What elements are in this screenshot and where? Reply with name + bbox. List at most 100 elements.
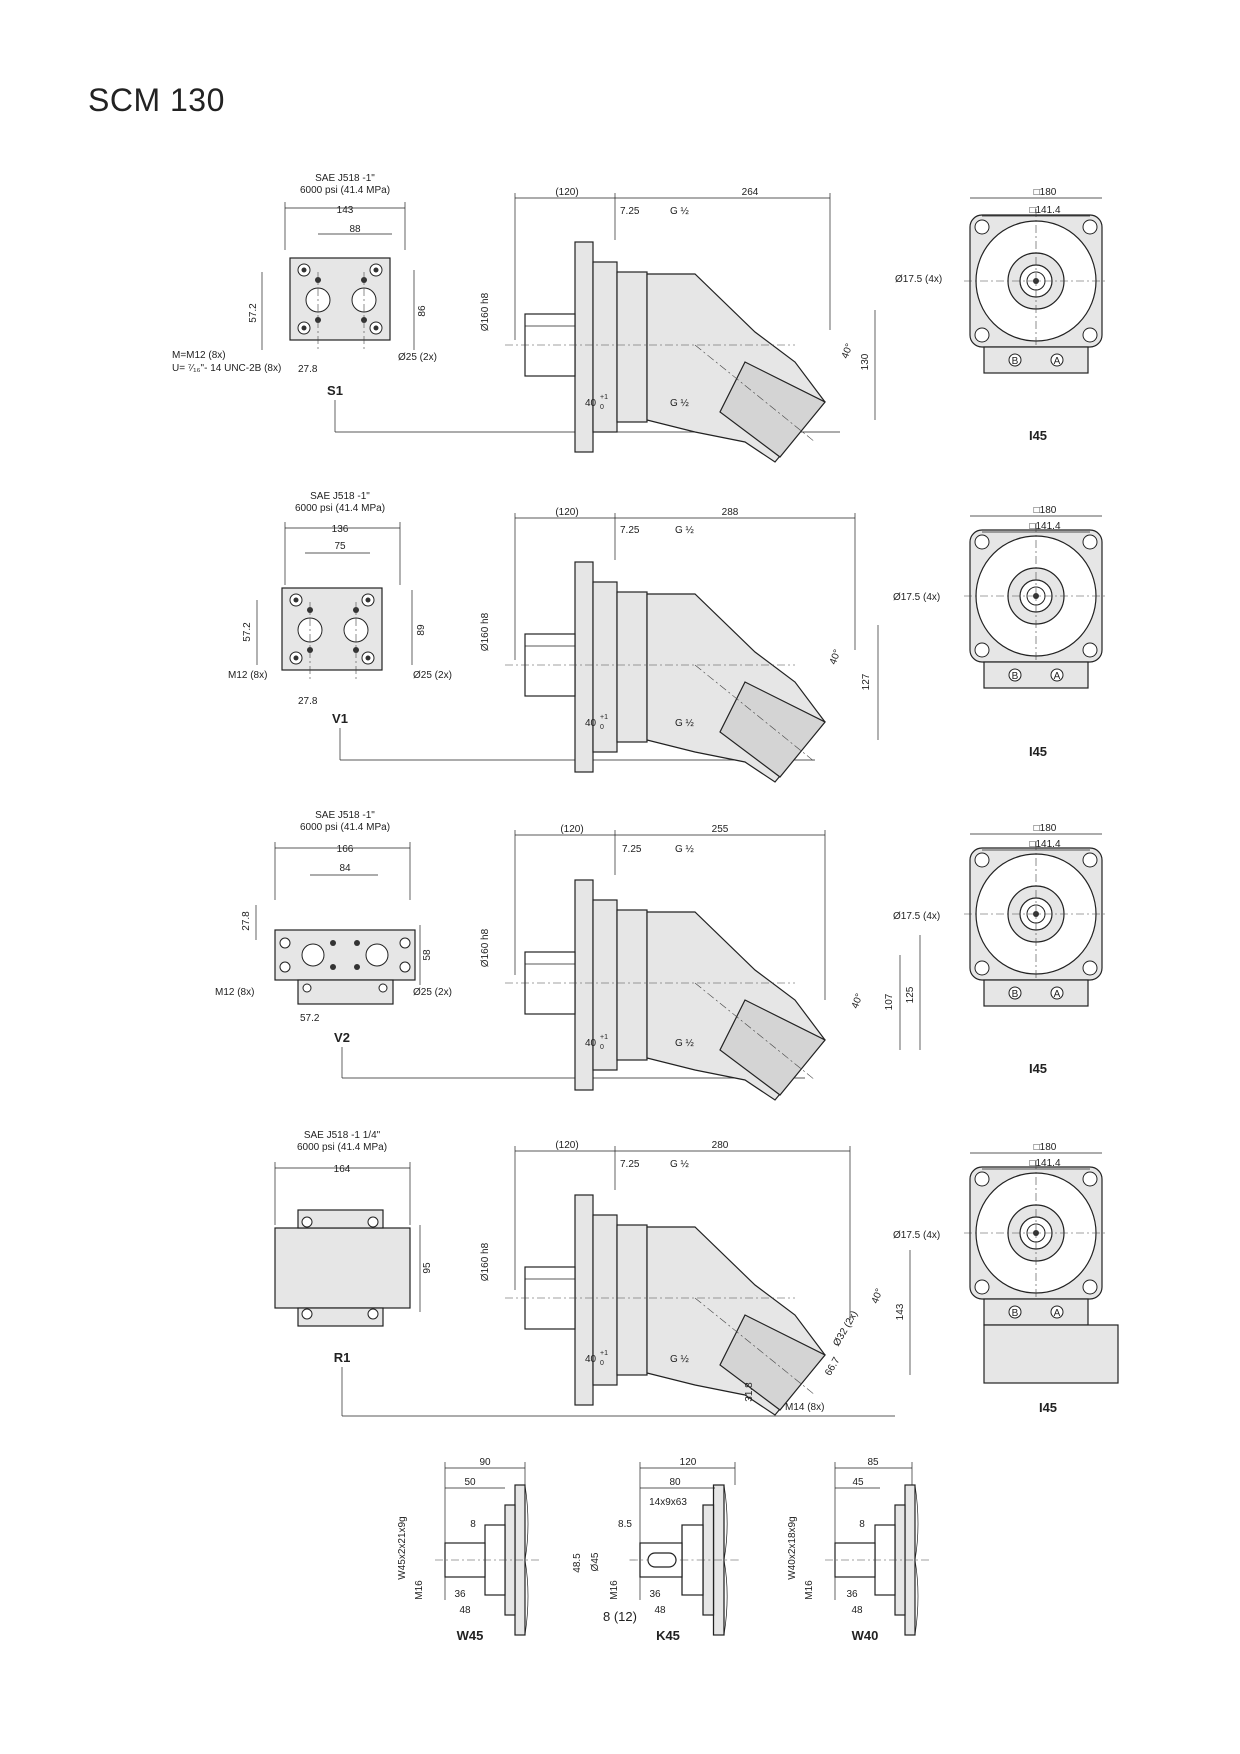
dim-mid: 50 (464, 1477, 476, 1488)
dim-sq-141: □141.4 (1029, 839, 1061, 850)
dia-17-5: Ø17.5 (4x) (893, 1230, 940, 1241)
shaft-code: K45 (656, 1628, 680, 1643)
angle-40: 40° (850, 992, 866, 1010)
thread-spec: M16 (414, 1580, 425, 1600)
dia-160: Ø160 h8 (480, 928, 491, 967)
dim-height-right: 86 (417, 305, 428, 317)
port-g-top: G ½ (670, 1159, 690, 1170)
dim-48: 48 (654, 1605, 666, 1616)
dim-66-7: 66.7 (823, 1355, 842, 1378)
variant-code: R1 (334, 1350, 351, 1365)
dim-width: 166 (337, 844, 354, 855)
dim-7-25: 7.25 (620, 206, 640, 217)
dim-7-25: 7.25 (620, 1159, 640, 1170)
dim-sq-180: □180 (1034, 823, 1057, 834)
port-b: B (1012, 671, 1019, 682)
dim-width: 143 (337, 205, 354, 216)
tol-zero: 0 (600, 1360, 604, 1367)
shaft-code: I45 (1029, 1061, 1047, 1076)
dim-36: 36 (649, 1589, 661, 1600)
tol-plus: +1 (600, 394, 608, 401)
dim-7-25: 7.25 (622, 844, 642, 855)
tol-zero: 0 (600, 1044, 604, 1051)
shaft-w40: 85 45 8 W40x2x18x9g M16 36 48 W40 (787, 1457, 931, 1643)
dim-inner: 88 (349, 224, 361, 235)
shaft-k45: 120 80 14x9x63 8.5 48.5 Ø45 M16 36 48 K4… (572, 1457, 741, 1643)
dia-17-5: Ø17.5 (4x) (895, 274, 942, 285)
dim-120: (120) (555, 507, 578, 518)
dim-height: 143 (895, 1303, 906, 1320)
dim-sq-180: □180 (1034, 1142, 1057, 1153)
dim-offset: 57.2 (300, 1013, 320, 1024)
pressure-label: 6000 psi (41.4 MPa) (300, 185, 390, 196)
dim-40: 40 (585, 1354, 597, 1365)
angle-40: 40° (870, 1287, 886, 1305)
variant-s1: SAE J518 -1" 6000 psi (41.4 MPa) 143 88 … (172, 173, 1109, 463)
dim-inner: 75 (334, 541, 346, 552)
dim-width: 164 (334, 1164, 351, 1175)
pressure-label: 6000 psi (41.4 MPa) (295, 503, 385, 514)
port-label: Ø25 (2x) (413, 987, 452, 998)
dia-45: Ø45 (590, 1552, 601, 1571)
port-a: A (1054, 671, 1061, 682)
dim-48: 48 (459, 1605, 471, 1616)
variant-v2: SAE J518 -1" 6000 psi (41.4 MPa) 166 84 … (215, 810, 1109, 1101)
dim-total: 120 (680, 1457, 697, 1468)
tol-zero: 0 (600, 724, 604, 731)
dim-36: 36 (454, 1589, 466, 1600)
dim-total: 90 (479, 1457, 491, 1468)
dim-48-5: 48.5 (572, 1553, 583, 1573)
port-g-bottom: G ½ (675, 1038, 695, 1049)
angle-40: 40° (828, 648, 844, 666)
tol-zero: 0 (600, 404, 604, 411)
port-g-bottom: G ½ (670, 1354, 690, 1365)
dia-17-5: Ø17.5 (4x) (893, 911, 940, 922)
dim-length: 288 (722, 507, 739, 518)
shaft-code: W45 (457, 1628, 484, 1643)
port-a: A (1054, 989, 1061, 1000)
page-number: 8 (12) (603, 1609, 637, 1624)
dim-40: 40 (585, 398, 597, 409)
dim-offset: 27.8 (298, 696, 318, 707)
dia-160: Ø160 h8 (480, 292, 491, 331)
port-a: A (1054, 356, 1061, 367)
shaft-code: I45 (1029, 744, 1047, 759)
spline-spec: W40x2x18x9g (787, 1516, 798, 1579)
dim-small: 8 (859, 1519, 865, 1530)
shaft-w45: 90 50 8 W45x2x21x9g M16 36 48 W45 (397, 1457, 541, 1643)
sae-label: SAE J518 -1 1/4" (304, 1130, 381, 1141)
dim-7-25: 7.25 (620, 525, 640, 536)
dim-height-left: 27.8 (241, 911, 252, 931)
variant-v1: SAE J518 -1" 6000 psi (41.4 MPa) 136 75 … (228, 491, 1109, 783)
dim-total: 85 (867, 1457, 879, 1468)
flange-top-r1 (274, 1227, 411, 1309)
thread-label: M12 (8x) (215, 987, 254, 998)
dim-small: 8 (470, 1519, 476, 1530)
pressure-label: 6000 psi (41.4 MPa) (297, 1142, 387, 1153)
dim-height: 130 (860, 353, 871, 370)
port-label: Ø25 (2x) (398, 352, 437, 363)
dim-height-right: 95 (422, 1262, 433, 1274)
pressure-label: 6000 psi (41.4 MPa) (300, 822, 390, 833)
dim-120: (120) (555, 1140, 578, 1151)
dim-length: 280 (712, 1140, 729, 1151)
dim-length: 264 (742, 187, 759, 198)
dim-width: 136 (332, 524, 349, 535)
port-label: Ø32 (2x) (831, 1309, 860, 1348)
sae-label: SAE J518 -1" (315, 810, 375, 821)
spline-spec: W45x2x21x9g (397, 1516, 408, 1579)
dim-120: (120) (560, 824, 583, 835)
dim-height-left: 57.2 (248, 303, 259, 323)
dim-height: 107 (884, 993, 895, 1010)
port-g-top: G ½ (675, 844, 695, 855)
shaft-code: I45 (1039, 1400, 1057, 1415)
sae-label: SAE J518 -1" (315, 173, 375, 184)
port-b: B (1012, 989, 1019, 1000)
dia-160: Ø160 h8 (480, 612, 491, 651)
thread-label: M12 (8x) (228, 670, 267, 681)
port-g-top: G ½ (670, 206, 690, 217)
dim-sq-141: □141.4 (1029, 1158, 1061, 1169)
tol-plus: +1 (600, 1034, 608, 1041)
dim-small: 8.5 (618, 1519, 632, 1530)
dim-length: 255 (712, 824, 729, 835)
